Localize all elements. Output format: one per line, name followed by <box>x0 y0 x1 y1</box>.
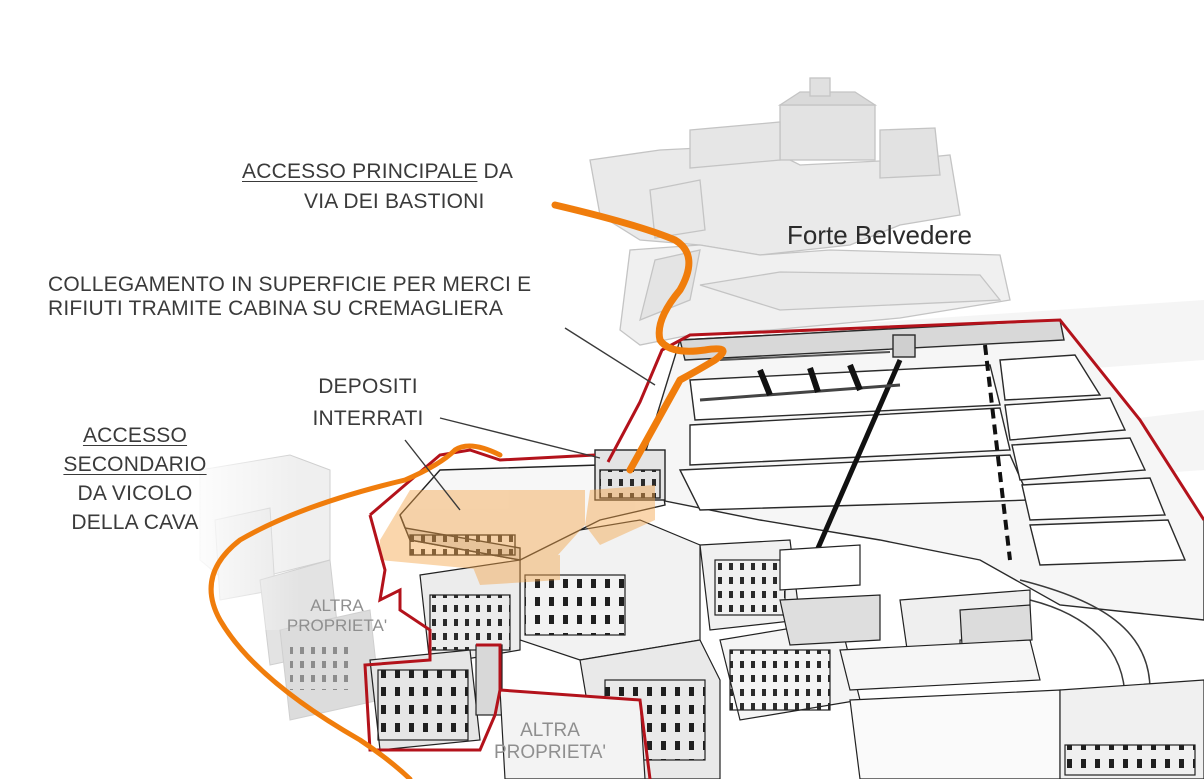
label-accesso-secondario: ACCESSO SECONDARIO DA VICOLO DELLA CAVA <box>40 421 230 537</box>
label-accesso-secondario-line2: SECONDARIO <box>63 453 207 476</box>
label-altra-proprieta-2-line2: PROPRIETA' <box>493 742 606 763</box>
label-depositi-line1: DEPOSITI <box>318 375 418 398</box>
label-forte-belvedere: Forte Belvedere <box>787 220 972 250</box>
label-collegamento-line2: RIFIUTI TRAMITE CABINA SU CREMAGLIERA <box>48 297 504 320</box>
label-accesso-principale: ACCESSO PRINCIPALE DA <box>242 157 513 186</box>
label-accesso-secondario-line4: DELLA CAVA <box>71 511 199 534</box>
forte-belvedere-ghost <box>589 77 1011 346</box>
depositi-building <box>399 449 666 561</box>
property-boundary-main <box>363 318 1204 779</box>
terraced-courtyards <box>639 319 1204 621</box>
label-altra-proprieta-1-line1: ALTRA <box>310 596 364 615</box>
leader-lines <box>404 327 656 511</box>
lower-left-block <box>369 644 646 779</box>
main-access-route <box>551 201 727 474</box>
label-altra-proprieta-1: ALTRA PROPRIETA' <box>282 596 392 636</box>
label-altra-proprieta-2: ALTRA PROPRIETA' <box>490 720 610 764</box>
label-accesso-principale-rest: DA <box>477 160 514 183</box>
label-via-dei-bastioni: VIA DEI BASTIONI <box>304 190 485 213</box>
label-depositi-line2: INTERRATI <box>312 407 424 430</box>
secondary-access-route <box>208 443 503 779</box>
label-accesso-secondario-line3: DA VICOLO <box>77 482 193 505</box>
town-buildings <box>419 519 1204 779</box>
depositi-highlight <box>380 485 655 585</box>
label-altra-proprieta-1-line2: PROPRIETA' <box>286 616 388 635</box>
label-depositi-interrati: DEPOSITI INTERRATI <box>306 372 430 433</box>
label-collegamento-line1: COLLEGAMENTO IN SUPERFICIE PER MERCI E <box>48 273 532 296</box>
label-accesso-secondario-line1: ACCESSO <box>82 424 188 447</box>
label-altra-proprieta-2-line1: ALTRA <box>520 720 580 741</box>
label-accesso-principale-underlined: ACCESSO PRINCIPALE <box>242 160 478 183</box>
